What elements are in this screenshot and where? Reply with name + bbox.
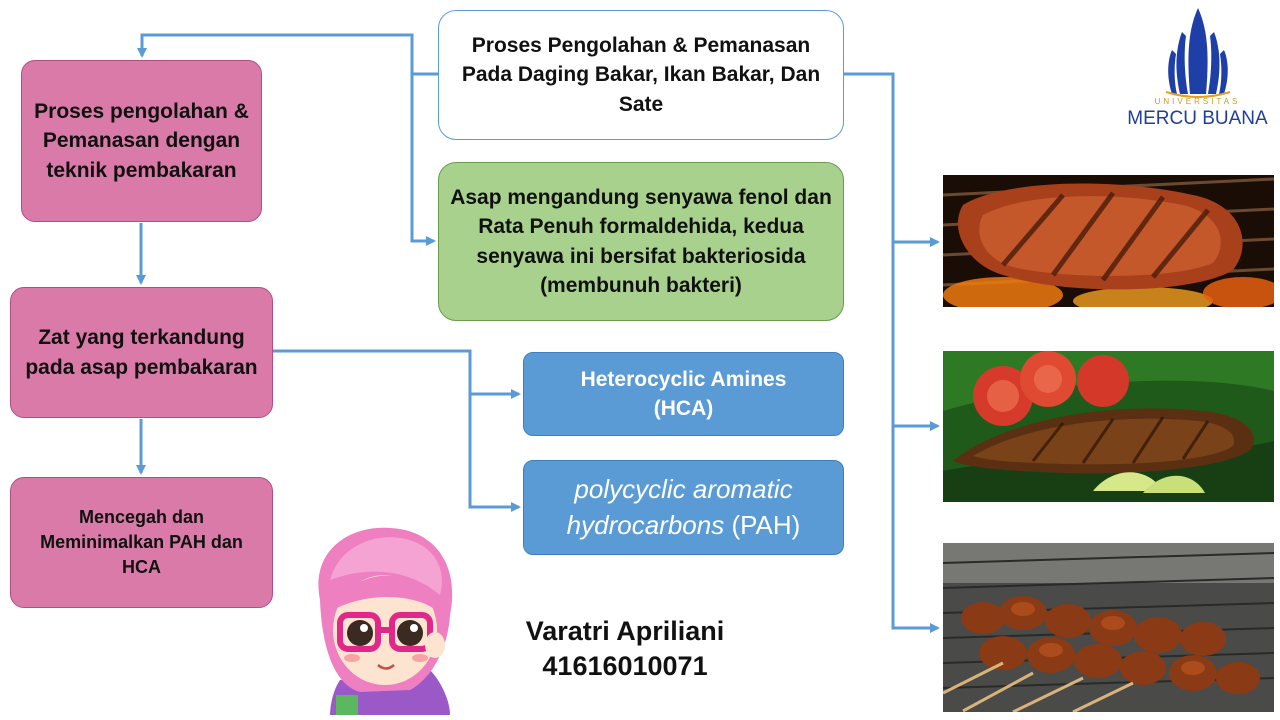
author-block: Varatri Apriliani 41616010071 bbox=[480, 614, 770, 684]
satay-skewers-image bbox=[943, 543, 1274, 712]
arrow-zat-to-pah bbox=[468, 394, 521, 512]
grilled-steak-image bbox=[943, 175, 1274, 307]
arrow-top-to-proses-bakar bbox=[137, 33, 438, 76]
node-proses-daging: Proses Pengolahan & Pemanasan Pada Dagin… bbox=[438, 10, 844, 140]
arrow-zat-to-hca bbox=[273, 349, 521, 399]
cartoon-girl-illustration bbox=[318, 527, 453, 715]
node-zat-asap: Zat yang terkandung pada asap pembakaran bbox=[10, 287, 273, 418]
mercu-buana-logo: UNIVERSITAS MERCU BUANA bbox=[1120, 6, 1275, 131]
arrow-top-to-images bbox=[844, 72, 940, 633]
author-name: Varatri Apriliani bbox=[525, 616, 725, 646]
node-asap-fenol: Asap mengandung senyawa fenol dan Rata P… bbox=[438, 162, 844, 321]
author-id: 41616010071 bbox=[542, 651, 708, 682]
arrow-top-to-asap-fenol bbox=[410, 74, 436, 246]
node-mencegah: Mencegah dan Meminimalkan PAH dan HCA bbox=[10, 477, 273, 608]
node-proses-pembakaran: Proses pengolahan & Pemanasan dengan tek… bbox=[21, 60, 262, 222]
university-emblem-icon bbox=[1165, 8, 1231, 98]
node-hca: Heterocyclic Amines (HCA) bbox=[523, 352, 844, 436]
grilled-fish-image bbox=[943, 351, 1274, 502]
node-pah: polycyclic aromatic hydrocarbons (PAH) bbox=[523, 460, 844, 555]
